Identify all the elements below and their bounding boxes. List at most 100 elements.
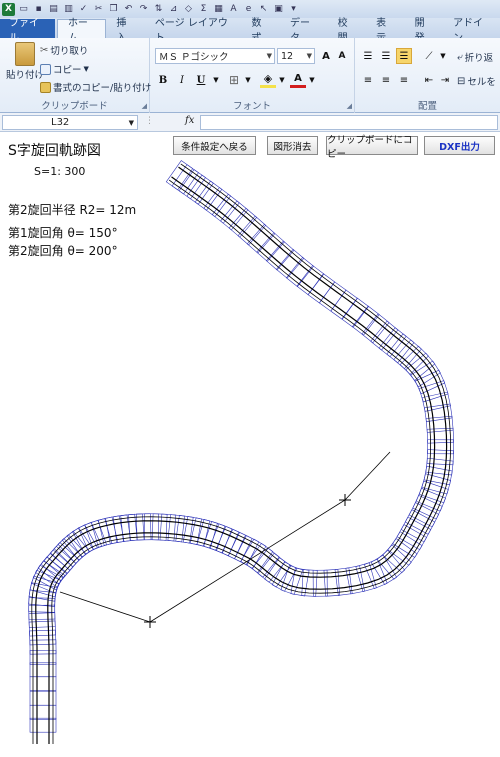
dialog-launcher-icon[interactable]: ◢	[141, 102, 147, 110]
vehicle-outline	[257, 552, 286, 583]
construction-line	[59, 591, 151, 623]
customize-icon[interactable]: ▾	[291, 4, 296, 14]
font-size-select[interactable]: 12 ▼	[277, 48, 315, 64]
undo-icon[interactable]: ↶	[124, 4, 133, 14]
copy-to-clipboard-button[interactable]: クリップボードにコピー	[326, 135, 418, 160]
open-icon[interactable]: ▭	[19, 4, 28, 14]
filter-icon[interactable]: ⊿	[169, 4, 178, 14]
turning-center-marker	[144, 616, 156, 628]
tab-file[interactable]: ファイル	[0, 18, 55, 44]
grow-font-button[interactable]: A	[322, 50, 330, 62]
redo-icon[interactable]: ↷	[139, 4, 148, 14]
copy-button[interactable]: コピー ▼	[40, 62, 89, 76]
align-top-icon[interactable]: ☰	[363, 50, 373, 62]
vehicle-outline	[370, 320, 399, 351]
decrease-indent-icon[interactable]: ⇤	[424, 74, 434, 86]
tab-formulas[interactable]: 数式	[251, 17, 262, 44]
vehicle-outline	[151, 513, 168, 541]
chart-icon[interactable]: ▦	[214, 4, 223, 14]
excel-icon: X	[2, 2, 15, 16]
vehicle-outline	[414, 369, 446, 395]
page-title: S字旋回軌跡図	[8, 143, 101, 159]
spell-icon[interactable]: ✓	[79, 4, 88, 14]
tab-developer[interactable]: 開発	[414, 17, 425, 44]
shrink-font-button[interactable]: A	[338, 51, 346, 61]
pointer-icon[interactable]: ↖	[259, 4, 268, 14]
alignment-group: ☰ ☰ ☰ ⟋ ▼ ≡ ≡ ≡ ⇤ ⇥ ⤶ 折り返 ⊟ セルを 配置	[355, 38, 500, 113]
insert-function-button[interactable]: fx	[185, 115, 195, 126]
chevron-down-icon[interactable]: ▼	[279, 76, 285, 84]
exp-icon[interactable]: e	[245, 4, 252, 14]
increase-indent-icon[interactable]: ⇥	[440, 74, 450, 86]
font-color-button[interactable]: A	[290, 72, 306, 88]
preview-icon[interactable]: ▥	[64, 4, 73, 14]
tab-view[interactable]: 表示	[376, 17, 387, 44]
font-name-value: ＭＳ Ｐゴシック	[159, 52, 229, 63]
print-icon[interactable]: ▤	[49, 4, 58, 14]
align-bottom-icon[interactable]: ☰	[396, 48, 412, 64]
vehicle-outline	[290, 567, 310, 597]
vehicle-outline	[29, 650, 57, 665]
format-icon[interactable]: A	[230, 4, 237, 14]
sort-icon[interactable]: ⇅	[154, 4, 163, 14]
paste-label: 貼り付け	[6, 70, 45, 81]
vehicle-outline	[323, 569, 340, 597]
function-icon[interactable]: Σ	[200, 4, 207, 14]
brush-icon	[40, 81, 51, 93]
vehicle-outline	[144, 513, 159, 541]
copy-icon[interactable]: ❐	[109, 4, 118, 14]
wrap-text-button[interactable]: ⤶ 折り返	[457, 50, 494, 65]
align-center-icon[interactable]: ≡	[381, 74, 391, 86]
camera-icon[interactable]: ▣	[274, 4, 283, 14]
vehicle-outline	[29, 676, 57, 692]
vehicle-outline	[159, 513, 177, 542]
merge-button[interactable]: ⊟ セルを	[457, 74, 496, 89]
tab-insert[interactable]: 挿入	[116, 17, 127, 44]
format-painter-button[interactable]: 書式のコピー/貼り付け	[40, 80, 151, 94]
save-icon[interactable]: ▪	[35, 4, 42, 14]
copy-label: コピー	[53, 65, 82, 76]
align-right-icon[interactable]: ≡	[399, 74, 409, 86]
align-left-icon[interactable]: ≡	[363, 74, 373, 86]
tab-data[interactable]: データ	[289, 17, 310, 44]
worksheet[interactable]: S字旋回軌跡図 条件設定へ戻る 図形消去 クリップボードにコピー DXF出力 S…	[0, 132, 500, 757]
orientation-icon[interactable]: ⟋	[425, 50, 433, 62]
wrap-text-label: 折り返	[464, 53, 494, 64]
angle2-label: 第2旋回角 θ= 200°	[8, 244, 118, 258]
dxf-output-button[interactable]: DXF出力	[424, 136, 495, 155]
back-to-settings-button[interactable]: 条件設定へ戻る	[173, 136, 256, 155]
chevron-down-icon[interactable]: ▼	[309, 76, 315, 84]
fill-color-icon[interactable]: ◈	[260, 72, 276, 88]
vehicle-outline	[345, 565, 365, 595]
vehicle-outline	[408, 502, 440, 528]
tab-home[interactable]: ホーム	[56, 18, 107, 44]
merge-icon: ⊟	[457, 75, 466, 87]
chevron-down-icon[interactable]: ▼	[245, 76, 251, 84]
chevron-down-icon[interactable]: ▼	[440, 52, 446, 60]
vehicle-outline	[400, 516, 432, 543]
dialog-launcher-icon[interactable]: ◢	[346, 102, 352, 110]
font-name-select[interactable]: ＭＳ Ｐゴシック ▼	[155, 48, 275, 64]
format-painter-label: 書式のコピー/貼り付け	[53, 83, 152, 94]
italic-button[interactable]: I	[180, 74, 184, 86]
bold-button[interactable]: B	[158, 74, 168, 86]
clear-shapes-button[interactable]: 図形消去	[267, 136, 318, 155]
tab-addins[interactable]: アドイン	[453, 17, 484, 44]
chevron-down-icon[interactable]: ▼	[213, 76, 219, 84]
underline-button[interactable]: U	[196, 74, 206, 86]
vehicle-outline	[425, 457, 454, 476]
border-icon[interactable]: ⊞	[228, 73, 240, 87]
formula-handle-icon[interactable]: ⋮	[145, 116, 154, 126]
tab-review[interactable]: 校閲	[337, 17, 348, 44]
tab-page-layout[interactable]: ページ レイアウト	[154, 17, 228, 44]
vehicle-outline	[271, 561, 298, 592]
wheel-track	[47, 166, 448, 744]
name-box[interactable]: L32 ▼	[2, 115, 138, 130]
align-middle-icon[interactable]: ☰	[381, 50, 391, 62]
cut-icon[interactable]: ✂	[94, 4, 103, 14]
formula-input[interactable]	[200, 115, 498, 130]
chevron-down-icon: ▼	[83, 65, 89, 73]
shape-icon[interactable]: ◇	[185, 4, 192, 14]
paste-button[interactable]: 貼り付け	[6, 42, 44, 81]
cut-button[interactable]: ✂ 切り取り	[40, 43, 88, 58]
